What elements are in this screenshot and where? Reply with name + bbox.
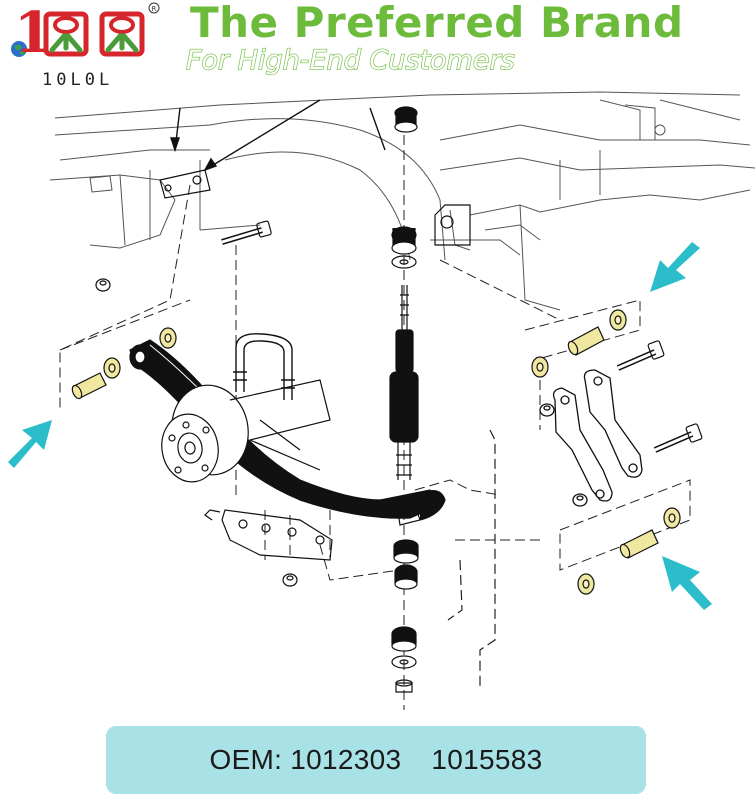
bushing-right-sleeve bbox=[567, 326, 605, 356]
bushing-lower-collar-2 bbox=[577, 573, 595, 595]
oem-number-2: 1015583 bbox=[431, 744, 543, 775]
bushing-callout-arrows bbox=[8, 242, 712, 610]
bushing-right-collar-2 bbox=[531, 356, 549, 378]
shock-top-mount bbox=[391, 106, 418, 269]
bushing-lower-sleeve bbox=[619, 529, 659, 559]
oem-number-1: 1012303 bbox=[290, 744, 402, 775]
bracket-guides bbox=[447, 429, 496, 690]
shock-absorber bbox=[389, 285, 419, 480]
logo-box-left bbox=[43, 11, 89, 57]
spring-bushings bbox=[71, 309, 681, 595]
axle-hub bbox=[161, 379, 331, 483]
suspension-diagram bbox=[8, 91, 755, 710]
arrow-bottom-right-icon bbox=[662, 556, 712, 610]
hanger-bolt bbox=[221, 220, 272, 245]
shock-lower-mount bbox=[391, 539, 419, 693]
oem-label: OEM: bbox=[209, 744, 283, 775]
hanger-nut bbox=[95, 278, 111, 292]
spring-shackle bbox=[539, 369, 643, 507]
brand-subtitle: For High-End Customers bbox=[185, 44, 515, 76]
logo-box-right bbox=[99, 11, 145, 57]
brand-title: The Preferred Brand bbox=[190, 0, 684, 47]
leader-lines bbox=[170, 99, 386, 172]
arrow-left-icon bbox=[8, 420, 52, 468]
arrow-top-right-icon bbox=[650, 242, 700, 292]
assembly-dashed-lines bbox=[59, 120, 691, 710]
globe-icon bbox=[11, 41, 27, 57]
svg-text:R: R bbox=[152, 5, 157, 13]
spring-plate bbox=[204, 509, 333, 587]
bushing-left-collar-2 bbox=[159, 327, 177, 349]
u-bolt bbox=[233, 333, 295, 400]
bushing-left-sleeve bbox=[71, 372, 107, 400]
brand-logo: 1 R 10L0L bbox=[11, 2, 160, 90]
bushing-right-collar bbox=[609, 309, 627, 331]
oem-banner: OEM: 1012303 1015583 bbox=[106, 726, 646, 794]
spring-hanger bbox=[159, 169, 471, 246]
registered-icon bbox=[148, 2, 160, 14]
shackle-bolts bbox=[616, 340, 703, 453]
bushing-left-collar bbox=[103, 357, 121, 379]
logo-wordmark: 10L0L bbox=[42, 70, 113, 90]
bushing-lower-collar bbox=[663, 507, 681, 529]
